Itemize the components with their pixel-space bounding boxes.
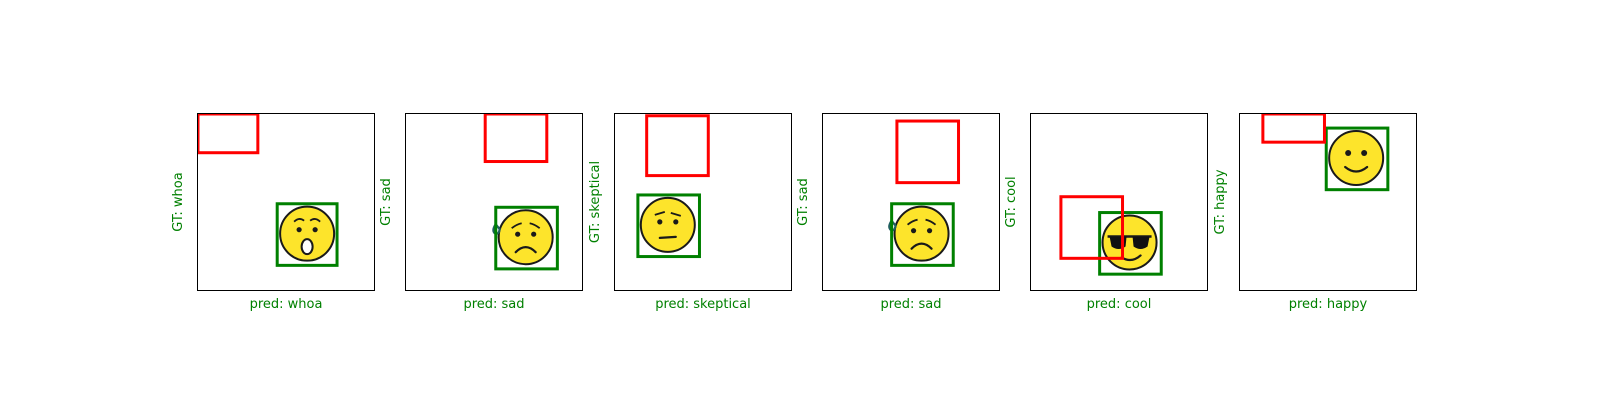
prediction-label: pred: sad <box>463 297 525 312</box>
happy-emoji-icon <box>1328 130 1385 186</box>
skeptical-emoji-icon <box>639 196 696 253</box>
panel-plot <box>888 119 961 267</box>
predicted-box <box>1059 195 1125 260</box>
ground-truth-box <box>1098 211 1163 276</box>
predicted-box <box>895 119 961 185</box>
axes-frame <box>822 113 1000 291</box>
sad-emoji-icon <box>492 209 554 266</box>
ground-truth-label: GT: skeptical <box>588 160 603 244</box>
sad-emoji-icon <box>888 205 950 262</box>
detection-panel: pred: whoa GT: whoa <box>171 113 375 312</box>
panel-plot <box>198 114 339 267</box>
detection-panel: pred: sad GT: sad <box>796 113 1000 312</box>
ground-truth-box <box>1324 126 1390 192</box>
predicted-box <box>1261 114 1326 144</box>
axes-frame <box>197 113 375 291</box>
axes-frame <box>405 113 583 291</box>
ground-truth-label: GT: happy <box>1213 169 1228 235</box>
predicted-box <box>645 114 710 178</box>
ground-truth-label: GT: sad <box>796 178 811 226</box>
detection-panel: pred: sad GT: sad <box>379 113 583 312</box>
ground-truth-box <box>275 202 339 267</box>
ground-truth-label: GT: sad <box>379 178 394 226</box>
panel-plot <box>636 114 710 259</box>
prediction-label: pred: skeptical <box>655 297 751 312</box>
panel-plot <box>1059 195 1163 276</box>
ground-truth-label: GT: whoa <box>171 172 186 232</box>
ground-truth-box <box>636 193 701 259</box>
prediction-label: pred: whoa <box>249 297 323 312</box>
detection-panel: pred: happy GT: happy <box>1213 113 1417 312</box>
panel-plot <box>483 114 559 271</box>
ground-truth-label: GT: cool <box>1004 176 1019 228</box>
detection-panel: pred: cool GT: cool <box>1004 113 1208 312</box>
ground-truth-box <box>890 202 955 267</box>
prediction-label: pred: sad <box>880 297 942 312</box>
predicted-box <box>483 114 549 164</box>
prediction-label: pred: happy <box>1288 297 1368 312</box>
axes-frame <box>614 113 792 291</box>
cool-emoji-icon <box>1101 214 1158 271</box>
ground-truth-box <box>494 205 559 271</box>
prediction-label: pred: cool <box>1086 297 1152 312</box>
whoa-emoji-icon <box>279 205 336 262</box>
panel-plot <box>1261 114 1390 192</box>
detection-panel: pred: skeptical GT: skeptical <box>588 113 792 312</box>
predicted-box <box>198 114 260 155</box>
